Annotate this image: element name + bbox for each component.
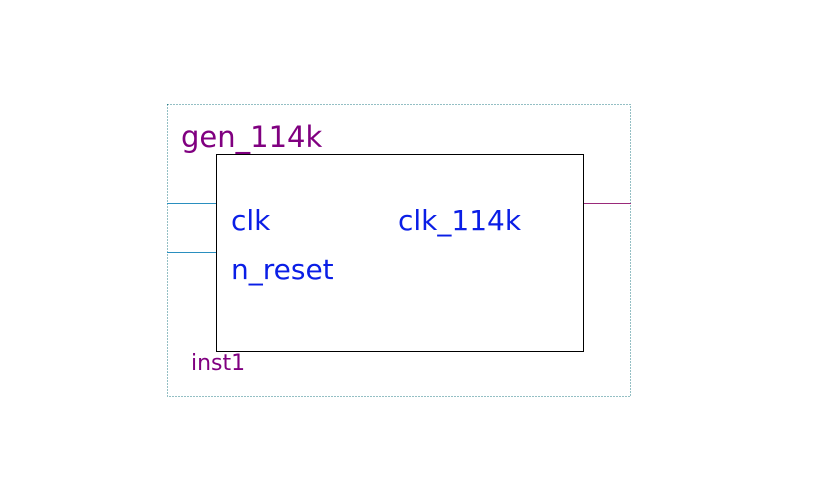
instance-name-label: inst1 (191, 351, 246, 376)
port-label-clk: clk (231, 204, 271, 237)
instance-frame[interactable] (167, 104, 631, 397)
port-label-n-reset: n_reset (231, 253, 334, 286)
module-body[interactable] (216, 154, 584, 352)
port-label-clk-114k: clk_114k (398, 204, 522, 237)
module-name-label: gen_114k (181, 120, 323, 154)
